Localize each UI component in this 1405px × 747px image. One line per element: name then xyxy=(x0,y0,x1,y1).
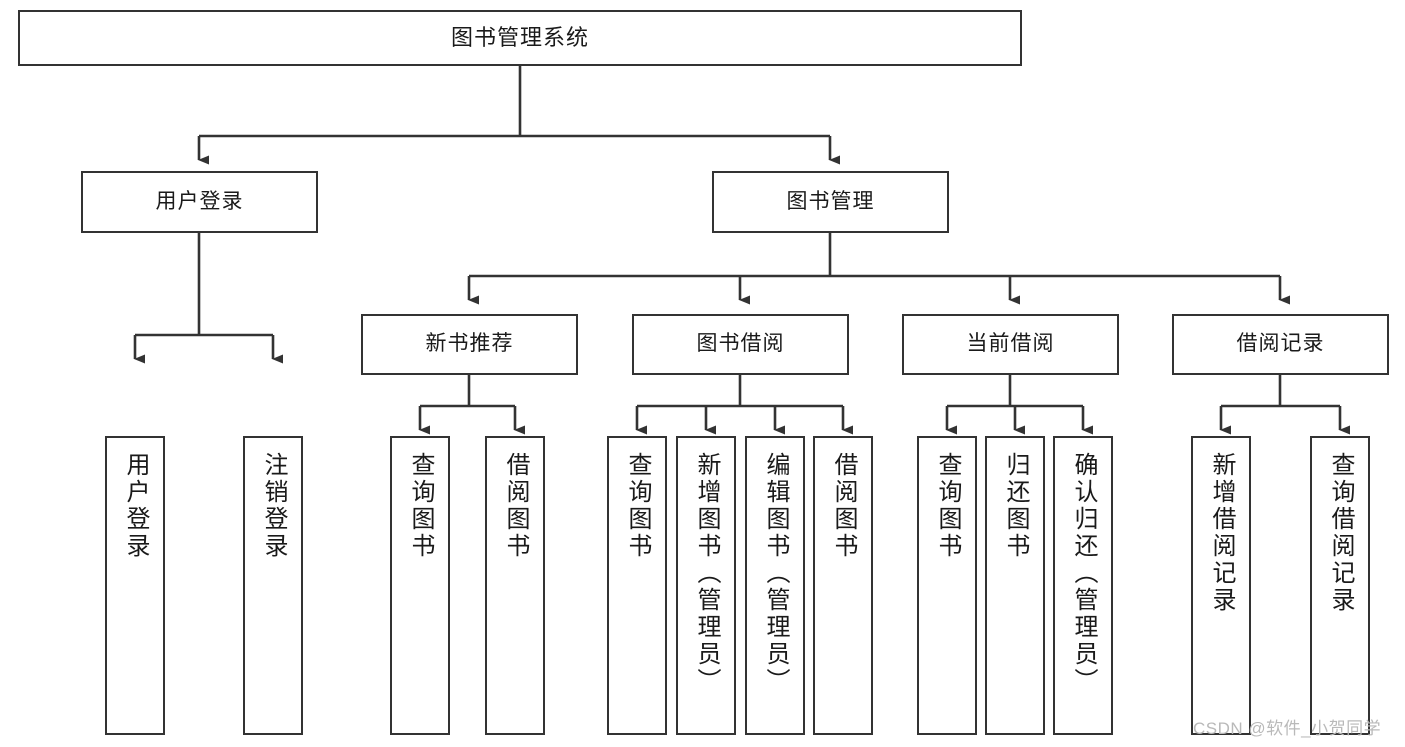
node-new-book-recommend[interactable]: 新书推荐 xyxy=(361,314,578,375)
watermark-text: CSDN @软件_小贺同学 xyxy=(1193,719,1382,738)
node-leaf-query-record[interactable]: 查询借阅记录 xyxy=(1310,436,1370,735)
node-label: 用户登录 xyxy=(155,189,244,213)
node-label: 用户登录 xyxy=(122,452,149,560)
node-borrow-record[interactable]: 借阅记录 xyxy=(1172,314,1389,375)
node-label: 新书推荐 xyxy=(425,332,514,356)
node-leaf-logout[interactable]: 注销登录 xyxy=(243,436,303,735)
node-label: 查询图书 xyxy=(407,452,434,560)
node-label: 借阅图书 xyxy=(502,452,529,560)
node-label: 确认归还（管理员） xyxy=(1070,452,1097,695)
node-leaf-edit-book-admin[interactable]: 编辑图书（管理员） xyxy=(745,436,805,735)
node-label: 新增图书（管理员） xyxy=(693,452,720,695)
node-label: 查询图书 xyxy=(624,452,651,560)
node-leaf-user-login[interactable]: 用户登录 xyxy=(105,436,165,735)
node-label: 注销登录 xyxy=(260,452,287,560)
node-label: 查询图书 xyxy=(934,452,961,560)
node-label: 借阅图书 xyxy=(830,452,857,560)
node-current-borrow[interactable]: 当前借阅 xyxy=(902,314,1119,375)
node-leaf-borrow-book-2[interactable]: 借阅图书 xyxy=(813,436,873,735)
node-label: 编辑图书（管理员） xyxy=(762,452,789,695)
node-root-system[interactable]: 图书管理系统 xyxy=(18,10,1022,66)
node-label: 借阅记录 xyxy=(1236,332,1325,356)
node-user-login[interactable]: 用户登录 xyxy=(81,171,318,233)
node-leaf-add-book-admin[interactable]: 新增图书（管理员） xyxy=(676,436,736,735)
node-label: 图书管理系统 xyxy=(450,25,589,51)
node-book-manage[interactable]: 图书管理 xyxy=(712,171,949,233)
node-label: 归还图书 xyxy=(1002,452,1029,560)
node-leaf-add-record[interactable]: 新增借阅记录 xyxy=(1191,436,1251,735)
node-label: 当前借阅 xyxy=(966,332,1055,356)
node-label: 查询借阅记录 xyxy=(1327,452,1354,614)
node-leaf-query-book-2[interactable]: 查询图书 xyxy=(607,436,667,735)
node-leaf-query-book-1[interactable]: 查询图书 xyxy=(390,436,450,735)
node-label: 图书借阅 xyxy=(696,332,785,356)
node-label: 新增借阅记录 xyxy=(1208,452,1235,614)
node-label: 图书管理 xyxy=(786,189,875,213)
node-leaf-return-book[interactable]: 归还图书 xyxy=(985,436,1045,735)
node-leaf-query-book-3[interactable]: 查询图书 xyxy=(917,436,977,735)
node-book-borrow[interactable]: 图书借阅 xyxy=(632,314,849,375)
node-leaf-confirm-return-admin[interactable]: 确认归还（管理员） xyxy=(1053,436,1113,735)
node-leaf-borrow-book-1[interactable]: 借阅图书 xyxy=(485,436,545,735)
